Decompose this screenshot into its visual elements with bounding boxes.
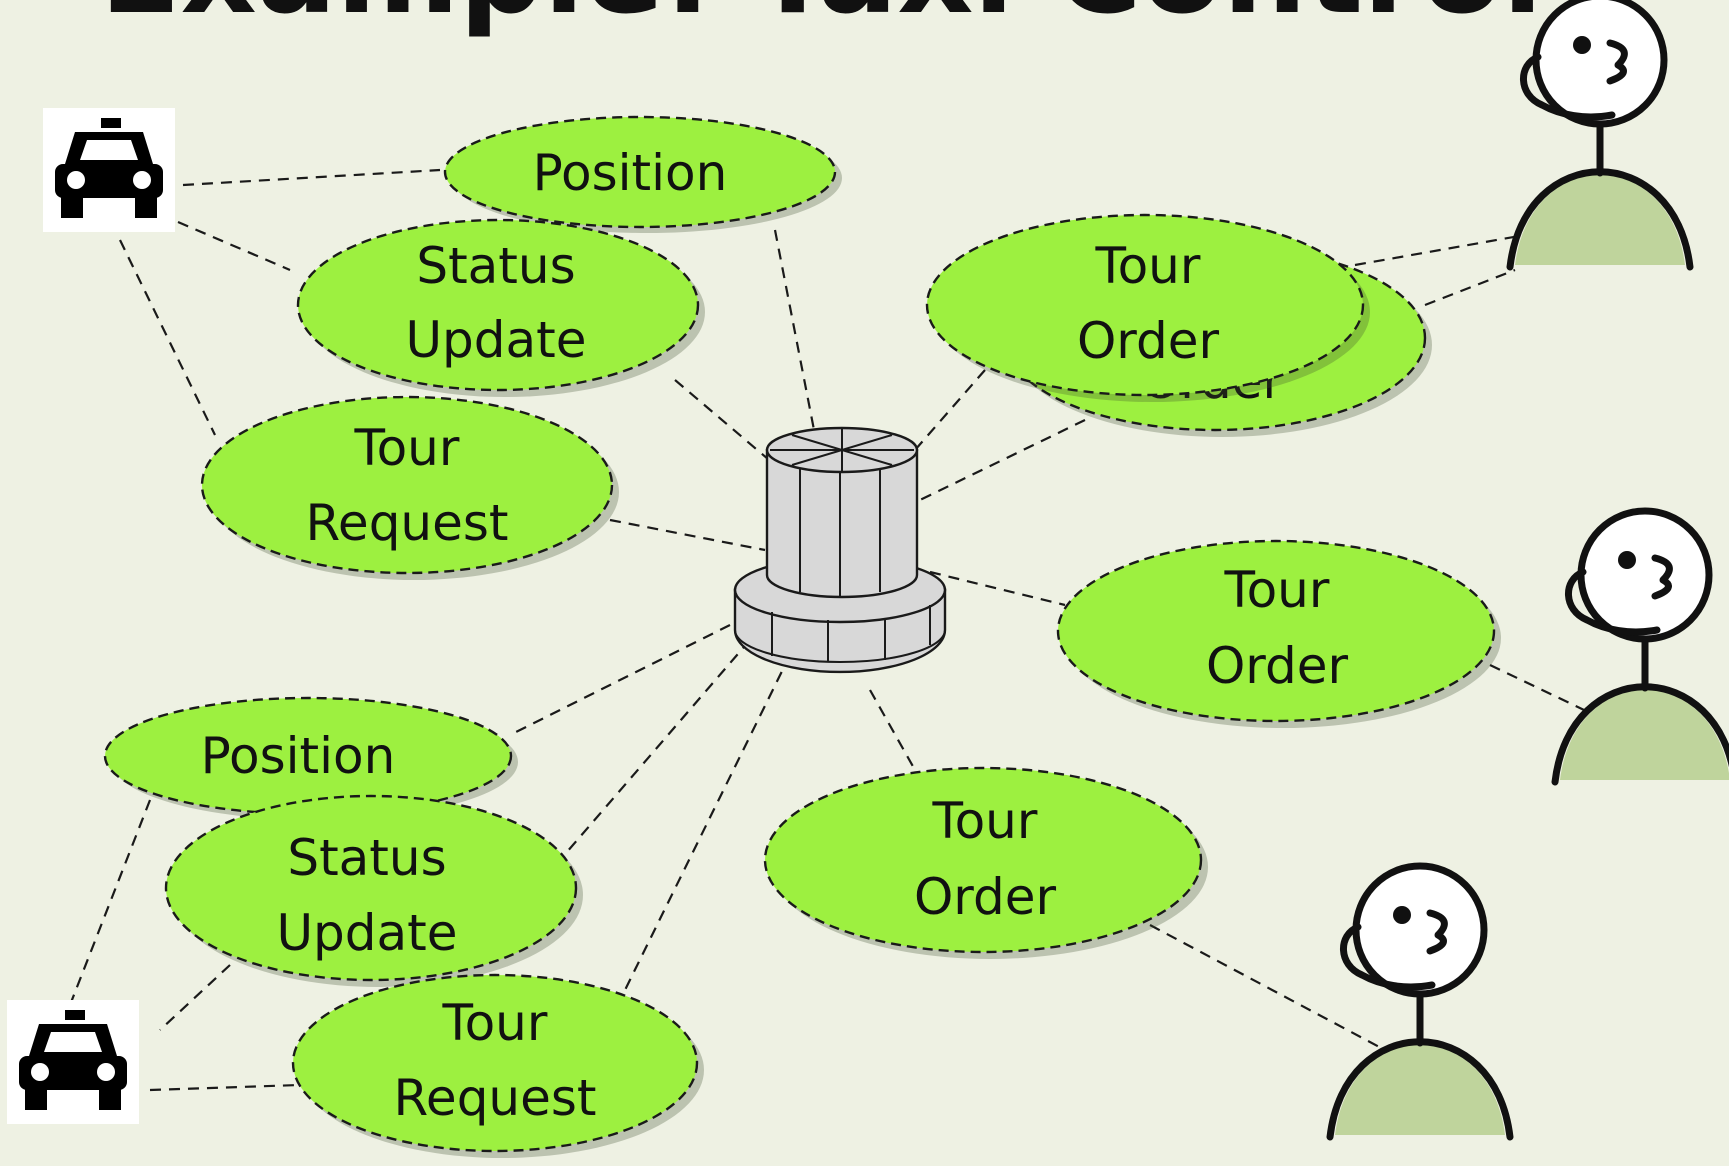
operator-icon <box>1330 866 1510 1137</box>
request-label: Request <box>393 1069 596 1127</box>
update-label: Update <box>405 311 586 369</box>
tour-label: Tour <box>1095 237 1201 295</box>
request-label: Request <box>305 494 508 552</box>
status-label: Status <box>287 829 446 887</box>
status-update-bubble-bottom[interactable]: Status Update <box>164 794 583 987</box>
position-label: Position <box>201 727 396 785</box>
position-bubble-bottom[interactable]: Position <box>103 696 518 820</box>
database-icon <box>733 426 947 674</box>
order-label: Order <box>914 868 1057 926</box>
status-label: Status <box>416 237 575 295</box>
tour-order-bubble-middle[interactable]: Tour Order <box>1056 539 1501 728</box>
tour-order-bubble-lower[interactable]: Tour Order <box>763 766 1208 959</box>
order-label: Order <box>1206 637 1349 695</box>
status-update-bubble-top[interactable]: Status Update <box>296 218 705 397</box>
tour-label: Tour <box>442 994 548 1052</box>
taxi-icon <box>43 108 175 232</box>
tour-order-bubble-front[interactable]: Tour Order <box>925 213 1370 402</box>
tour-label: Tour <box>932 792 1038 850</box>
tour-label: Tour <box>354 419 460 477</box>
tour-request-bubble-top[interactable]: Tour Request <box>200 395 619 580</box>
page-title: Example: Taxi Control <box>100 0 1543 40</box>
connector-lines <box>68 168 1606 1092</box>
position-bubble-top[interactable]: Position <box>443 115 842 233</box>
order-label: Order <box>1077 312 1220 370</box>
tour-label: Tour <box>1224 561 1330 619</box>
operator-icon <box>1555 511 1729 782</box>
tour-request-bubble-bottom[interactable]: Tour Request <box>291 973 704 1158</box>
operator-icon <box>1510 0 1690 267</box>
update-label: Update <box>276 904 457 962</box>
position-label: Position <box>533 144 728 202</box>
taxi-icon <box>7 1000 139 1124</box>
